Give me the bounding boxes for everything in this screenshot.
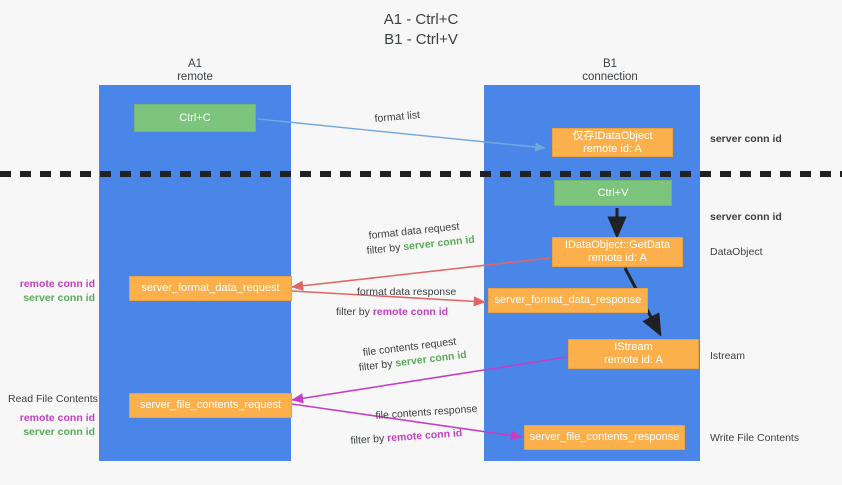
annotation-istream: Istream [710,350,746,362]
node-server-file-contents-response[interactable]: server_file_contents_response [524,425,685,450]
annotation-conn-pair-top: remote conn id server conn id [10,277,95,305]
edge-label-format-data-response-filter: filter by remote conn id [336,305,448,319]
column-header-b1: B1 connection [582,58,638,83]
annotation-server-conn-id-mid: server conn id [710,211,782,223]
node-istream[interactable]: IStream remote id: A [568,339,699,369]
page-title: A1 - Ctrl+C B1 - Ctrl+V [383,11,459,48]
node-server-format-data-request[interactable]: server_format_data_request [129,276,292,301]
edge-label-file-contents-response-filter: filter by remote conn id [350,426,463,448]
edge-label-file-contents-response: file contents response [375,402,478,422]
filter-by-text: filter by [350,432,388,447]
annotation-dataobject: DataObject [710,246,763,258]
edge-label-format-data-response: format data response [357,286,457,298]
remote-conn-id-label: remote conn id [19,412,95,424]
remote-conn-id-text: remote conn id [386,427,463,445]
node-ctrl-v[interactable]: Ctrl+V [554,180,672,206]
server-conn-id-label: server conn id [23,292,95,304]
node-ctrl-c[interactable]: Ctrl+C [134,104,256,132]
column-header-a1: A1 remote [177,58,213,83]
filter-by-text: filter by [366,241,404,257]
annotation-conn-pair-bottom: remote conn id server conn id [10,411,95,439]
edge-label-format-list: format list [374,109,421,125]
filter-by-text: filter by [358,357,397,374]
node-server-file-contents-request[interactable]: server_file_contents_request [129,393,292,418]
annotation-write-file-contents: Write File Contents [710,432,800,444]
annotation-read-file-contents: Read File Contents [8,393,98,405]
node-server-format-data-response[interactable]: server_format_data_response [488,288,648,313]
node-store-idataobject[interactable]: 仅存IDataObject remote id: A [552,128,673,157]
remote-conn-id-text: remote conn id [372,306,449,318]
filter-by-text: filter by [336,306,373,318]
annotation-server-conn-id-top: server conn id [710,133,782,145]
server-conn-id-label: server conn id [23,426,95,438]
remote-conn-id-label: remote conn id [19,278,95,290]
node-getdata[interactable]: IDataObject::GetData remote id: A [552,237,683,267]
